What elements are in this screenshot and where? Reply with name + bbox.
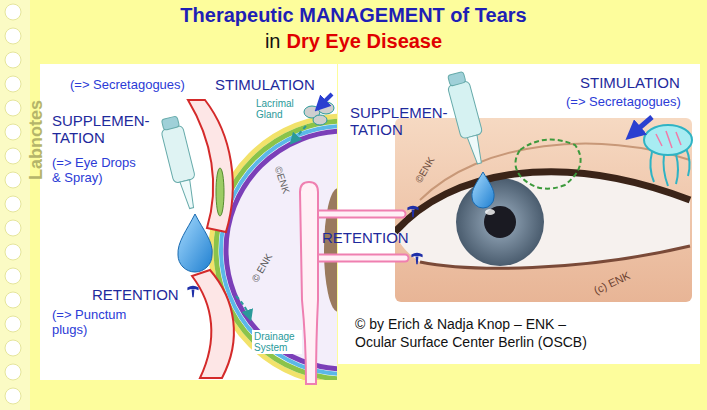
canaliculus-lumen — [318, 212, 402, 217]
cornea-layer — [226, 131, 337, 369]
method-heading: RETENTION — [322, 229, 409, 246]
method-heading: RETENTION — [92, 286, 179, 303]
canaliculus — [318, 210, 402, 219]
bottle-nozzle — [467, 135, 484, 165]
method-note: (=> Secretagogues) — [70, 78, 185, 93]
lacrimal-gland-outline — [515, 140, 580, 189]
bottle-nozzle — [180, 180, 196, 210]
eye-white — [395, 172, 690, 268]
binding-holes — [0, 0, 30, 410]
binding-strip — [0, 0, 30, 410]
watermark: Labnotes — [26, 100, 47, 180]
stimulation-arrow — [318, 94, 332, 108]
dropper-bottle — [445, 71, 490, 167]
skin — [395, 118, 692, 302]
method-heading: SUPPLEMEN- TATION — [52, 112, 157, 147]
bottle-cap — [448, 71, 466, 86]
tear-drop — [472, 172, 494, 208]
stimulation-arrow — [630, 117, 652, 136]
iris — [324, 188, 337, 312]
punctum-plug-icon — [187, 286, 198, 298]
eye-front — [395, 118, 692, 302]
method-heading: STIMULATION — [580, 74, 680, 91]
copyright-caption: © by Erich & Nadja Knop – ENK – Ocular S… — [355, 316, 605, 351]
method-heading: STIMULATION — [215, 76, 315, 93]
part-name: Lacrimal Gland — [256, 98, 302, 120]
punctum-plug-icon — [411, 253, 422, 265]
device-body — [644, 125, 692, 155]
meibomian-gland — [216, 168, 224, 216]
secretagogue-device — [644, 125, 692, 186]
bottle-cap — [161, 116, 179, 131]
bottle-body — [161, 125, 196, 184]
iris — [456, 178, 544, 266]
lacrimal-sac — [300, 182, 318, 384]
title-highlight: Dry Eye Disease — [286, 30, 442, 53]
pupil — [484, 206, 516, 238]
lower-lid-margin — [420, 246, 690, 268]
title: Therapeutic MANAGEMENT of Tears — [0, 4, 707, 27]
method-heading: SUPPLEMEN- TATION — [350, 104, 455, 139]
epithelium-layer — [221, 126, 337, 374]
lower-lid — [192, 270, 234, 378]
part-name: Drainage System — [252, 330, 302, 354]
tear-drop — [178, 214, 212, 272]
method-note: (=> Punctum plugs) — [52, 308, 137, 338]
title-line: in — [265, 30, 281, 53]
secretion-arrow — [292, 126, 306, 142]
eye-section — [158, 100, 337, 380]
dropper-bottle — [158, 115, 202, 211]
iris-group — [456, 178, 544, 266]
punctum-plug-icon — [407, 206, 418, 218]
canaliculus — [318, 254, 405, 263]
method-note: (=> Secretagogues) — [566, 95, 681, 110]
canaliculus-lumen — [318, 256, 405, 261]
method-note: (=> Eye Drops & Spray) — [52, 156, 142, 186]
upper-lid — [188, 100, 233, 232]
bottle-body — [447, 80, 482, 139]
drainage-arrow — [236, 296, 250, 318]
highlight — [485, 209, 495, 215]
lacrimal-gland — [313, 115, 327, 125]
device-hatching — [656, 131, 681, 148]
upper-lid-margin — [395, 172, 690, 232]
